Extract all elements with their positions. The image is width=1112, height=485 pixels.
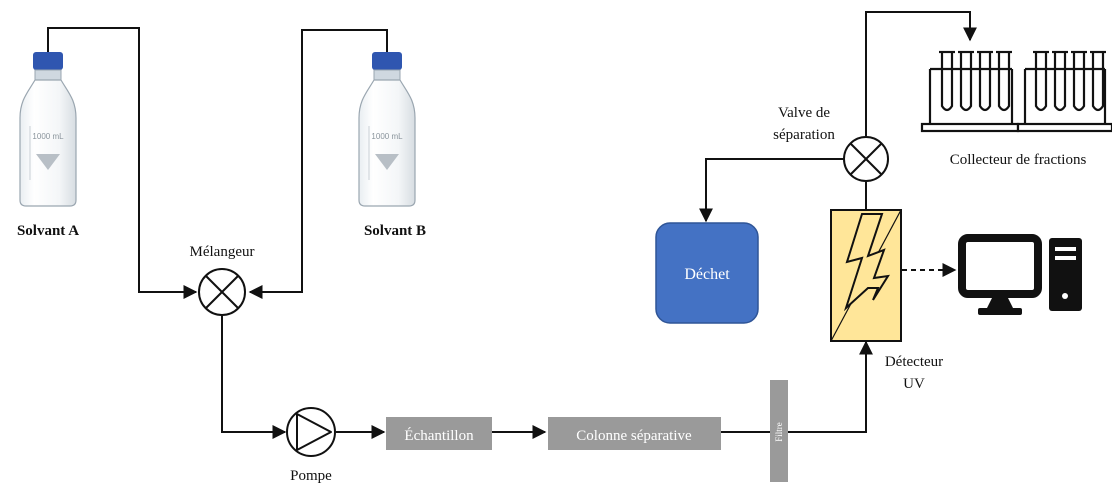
valve-label-line1: Valve de: [778, 105, 830, 121]
uv-detector: [830, 209, 902, 342]
tube-filter-detector: [788, 340, 873, 433]
computer-icon: [958, 234, 1082, 315]
bottle-solvent-b: 1000 mL: [358, 52, 416, 207]
bottle-solvent-a: 1000 mL: [19, 52, 77, 207]
solvent-a-label: Solvant A: [17, 223, 79, 239]
tube-solvent-a: [47, 27, 198, 299]
tube-mixer-pump: [221, 316, 287, 439]
filter-label: Filtre: [774, 422, 784, 442]
bottle-b-volume: 1000 mL: [371, 132, 403, 141]
pump-icon: [286, 407, 336, 457]
tube-valve-waste: [699, 158, 844, 223]
mixer-valve-icon: [198, 268, 246, 316]
detector-label-line2: UV: [903, 376, 925, 392]
column-label: Colonne séparative: [576, 428, 692, 444]
solvent-b-label: Solvant B: [364, 223, 426, 239]
valve-label-line2: séparation: [773, 127, 835, 143]
detector-label-line1: Détecteur: [885, 354, 943, 370]
pump-label: Pompe: [290, 468, 332, 484]
bottle-a-volume: 1000 mL: [32, 132, 64, 141]
tube-valve-collector: [865, 11, 977, 136]
collector-label: Collecteur de fractions: [950, 152, 1087, 168]
tube-solvent-b: [248, 29, 388, 299]
waste-container: [655, 222, 759, 324]
sample-label: Échantillon: [404, 427, 474, 444]
lightning-bolt-icon: [843, 213, 890, 312]
filter-bar: [770, 380, 788, 482]
mixer-label: Mélangeur: [190, 244, 255, 260]
sample-box: [386, 417, 492, 450]
separation-valve-icon: [843, 136, 889, 182]
tubing: [47, 11, 977, 439]
column-box: [548, 417, 721, 450]
fraction-collector-icon: [920, 50, 1112, 133]
waste-label: Déchet: [684, 266, 730, 283]
